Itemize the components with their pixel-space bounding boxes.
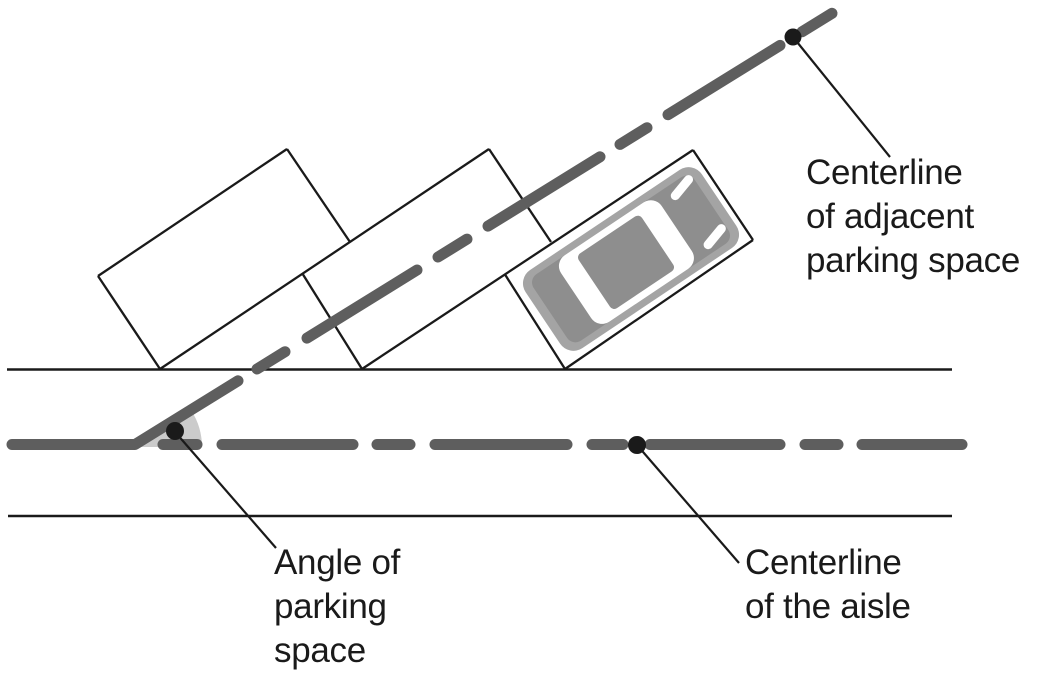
space3-bottom-stripe xyxy=(564,239,754,370)
callouts xyxy=(166,28,891,564)
adjacent-centerline-leader xyxy=(792,36,891,158)
label-line: space xyxy=(274,631,366,670)
space1-top-stripe xyxy=(97,148,288,277)
adjacent-centerline-dot xyxy=(784,28,802,46)
aisle-centerline-dot xyxy=(628,436,646,454)
space2-right-end-stripe xyxy=(488,148,552,243)
headlight-right-icon xyxy=(703,224,726,250)
label-line: Angle of xyxy=(274,543,401,582)
angle-dot xyxy=(166,422,184,440)
space1-space2-shared-stripe xyxy=(159,148,490,370)
angle-leader xyxy=(175,432,277,549)
aisle-centerline xyxy=(6,375,968,450)
label-line: of the aisle xyxy=(745,587,911,626)
space3-right-end-stripe xyxy=(692,149,754,241)
centerline-elbow xyxy=(6,375,244,450)
car-roof xyxy=(578,215,675,309)
label-parking-angle: Angle of parking space xyxy=(274,541,400,673)
car xyxy=(522,167,740,351)
space1-left-end-stripe xyxy=(97,275,161,370)
label-aisle-centerline: Centerline of the aisle xyxy=(745,541,911,629)
parking-space-stripes xyxy=(97,148,754,370)
aisle-centerline-leader xyxy=(636,444,740,564)
headlight-left-icon xyxy=(670,175,694,201)
space3-left-end-stripe xyxy=(504,273,566,370)
label-adjacent-centerline: Centerline of adjacent parking space xyxy=(806,151,1020,283)
adjacent-space-centerline xyxy=(251,7,838,375)
label-line: parking space xyxy=(806,241,1021,280)
label-line: of adjacent xyxy=(806,197,974,236)
label-line: Centerline xyxy=(745,543,902,582)
label-line: parking xyxy=(274,587,387,626)
space1-right-end-stripe xyxy=(286,148,351,243)
space2-space3-shared-stripe xyxy=(361,149,694,370)
label-line: Centerline xyxy=(806,153,963,192)
